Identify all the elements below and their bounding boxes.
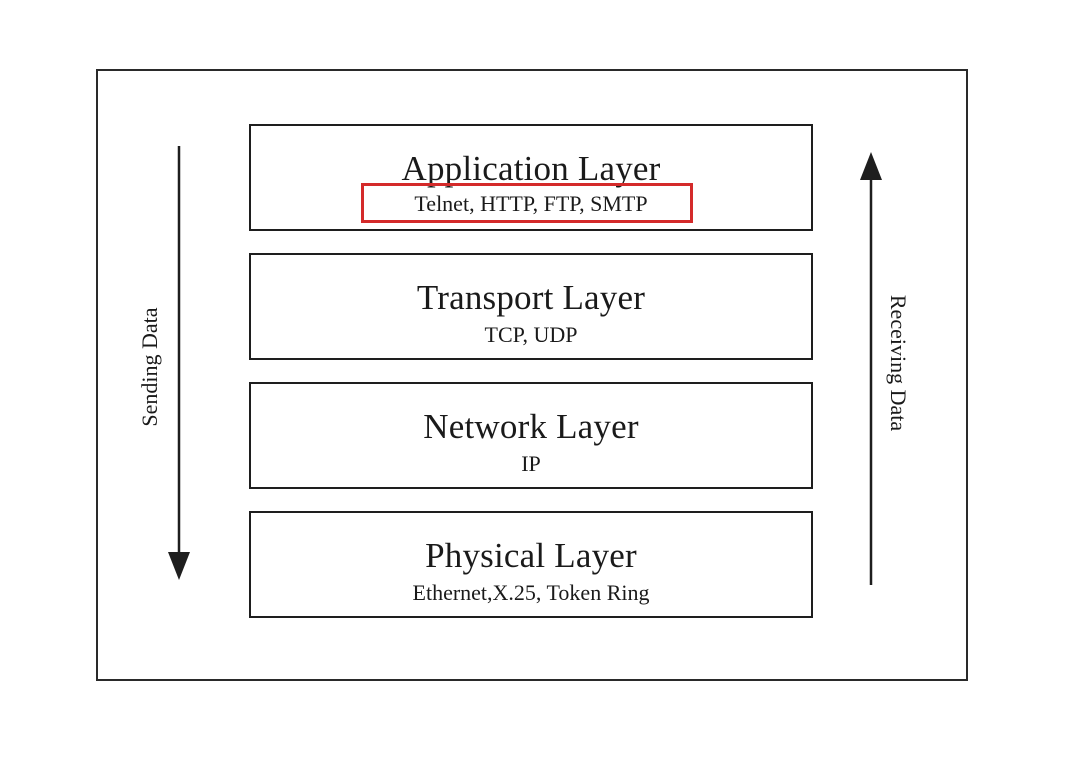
network-layer-title: Network Layer xyxy=(423,407,639,446)
transport-layer-title: Transport Layer xyxy=(416,278,646,317)
receiving-data-label: Receiving Data xyxy=(886,294,911,432)
physical-layer-title: Physical Layer xyxy=(425,536,637,575)
transport-layer-protocols: TCP, UDP xyxy=(484,322,578,347)
protocols-highlight-box xyxy=(361,183,693,223)
physical-layer-box: Physical Layer Ethernet,X.25, Token Ring xyxy=(249,511,813,618)
transport-layer-box: Transport Layer TCP, UDP xyxy=(249,253,813,360)
network-layer-box: Network Layer IP xyxy=(249,382,813,489)
diagram-frame xyxy=(96,69,968,681)
application-layer-box: Application Layer Telnet, HTTP, FTP, SMT… xyxy=(249,124,813,231)
network-layer-protocols: IP xyxy=(521,451,541,476)
sending-data-label: Sending Data xyxy=(137,307,162,427)
application-layer-protocols: Telnet, HTTP, FTP, SMTP xyxy=(414,191,648,216)
physical-layer-protocols: Ethernet,X.25, Token Ring xyxy=(412,580,650,605)
application-layer-title: Application Layer xyxy=(401,149,661,188)
